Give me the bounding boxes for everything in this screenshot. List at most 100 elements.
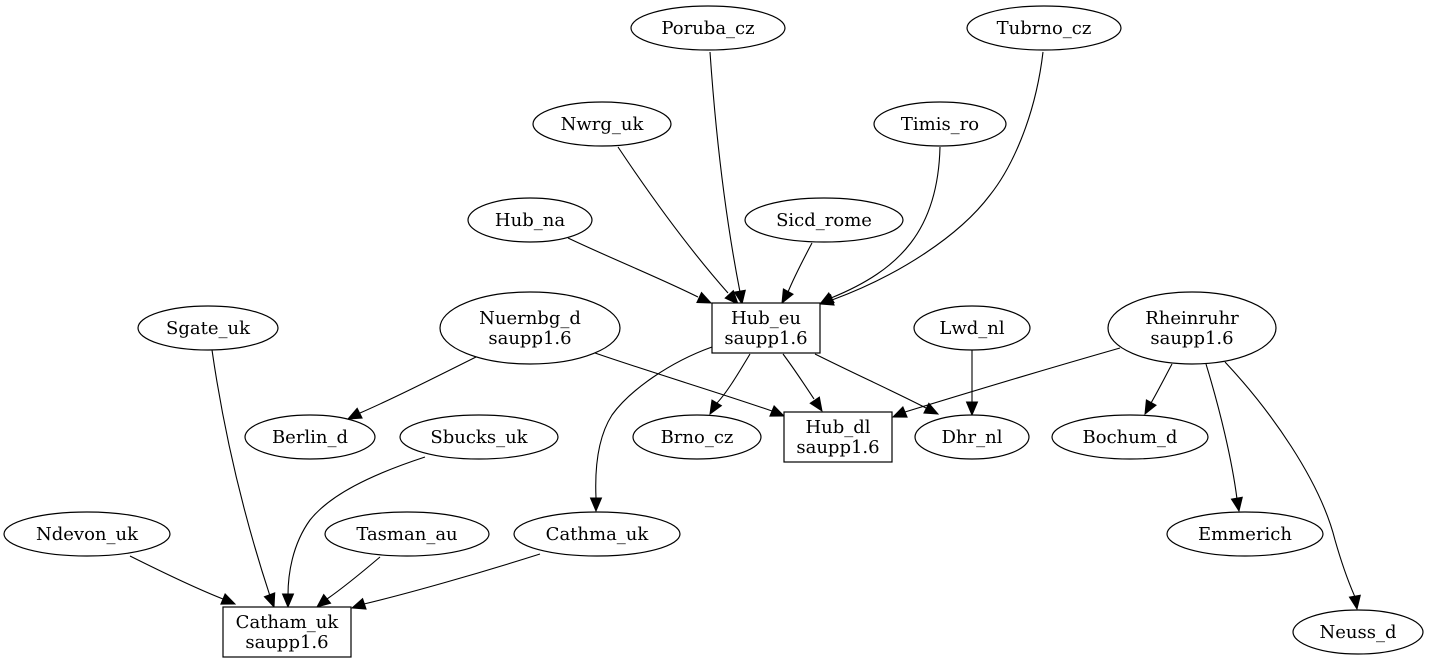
node-ellipse xyxy=(513,511,681,557)
arrowhead-icon xyxy=(965,401,979,417)
edge-tubrno_cz-to-hub_eu xyxy=(818,51,1044,306)
node-emmerich: Emmerich xyxy=(1166,511,1324,557)
edge-hub_eu-to-cathma_uk xyxy=(589,346,713,513)
node-label: Dhr_nl xyxy=(942,427,1003,448)
arrowhead-icon xyxy=(724,289,739,305)
edge-sgate_uk-to-catham_uk xyxy=(211,349,276,609)
node-box xyxy=(711,302,821,354)
edge-line xyxy=(904,347,1121,413)
edge-line xyxy=(326,556,381,600)
node-label: Hub_na xyxy=(495,210,565,231)
node-label: Rheinruhr xyxy=(1145,308,1239,329)
arrowhead-icon xyxy=(263,592,276,609)
edge-nwrg_uk-to-hub_eu xyxy=(617,146,739,305)
node-sublabel: saupp1.6 xyxy=(488,328,571,349)
node-nwrg_uk: Nwrg_uk xyxy=(532,101,672,147)
edge-line xyxy=(129,555,224,600)
edge-line xyxy=(715,353,751,405)
node-ellipse xyxy=(1166,511,1324,557)
edge-nuernbg_d-to-berlin_d xyxy=(346,356,477,420)
node-label: Berlin_d xyxy=(272,427,348,448)
arrowhead-icon xyxy=(709,399,723,416)
node-label: Neuss_d xyxy=(1320,622,1397,643)
arrowhead-icon xyxy=(1348,594,1361,611)
arrowhead-icon xyxy=(891,406,908,418)
edge-line xyxy=(211,349,271,597)
edge-sicd_rome-to-hub_eu xyxy=(781,242,813,305)
arrowhead-icon xyxy=(818,292,835,305)
edges-layer xyxy=(129,51,1361,611)
edge-line xyxy=(595,346,713,499)
node-ellipse xyxy=(632,414,762,460)
node-sicd_rome: Sicd_rome xyxy=(744,197,904,243)
node-ellipse xyxy=(913,305,1031,351)
node-tasman_au: Tasman_au xyxy=(324,511,490,557)
arrowhead-icon xyxy=(696,291,713,304)
node-label: Emmerich xyxy=(1198,524,1292,545)
node-ellipse xyxy=(467,197,593,243)
node-ellipse xyxy=(873,101,1007,147)
node-sublabel: saupp1.6 xyxy=(724,328,807,349)
edge-line xyxy=(709,51,741,293)
node-ellipse xyxy=(532,101,672,147)
edge-cathma_uk-to-catham_uk xyxy=(350,553,541,610)
edge-nuernbg_d-to-hub_dl xyxy=(594,352,786,417)
node-label: Bochum_d xyxy=(1083,427,1178,448)
node-neuss_d: Neuss_d xyxy=(1292,609,1424,655)
arrowhead-icon xyxy=(809,396,823,413)
edge-timis_ro-to-hub_eu xyxy=(818,146,941,305)
arrowhead-icon xyxy=(781,288,794,305)
node-ellipse xyxy=(399,414,559,460)
node-poruba_cz: Poruba_cz xyxy=(630,5,786,51)
node-bochum_d: Bochum_d xyxy=(1051,414,1209,460)
node-cathma_uk: Cathma_uk xyxy=(513,511,681,557)
node-sublabel: saupp1.6 xyxy=(1150,328,1233,349)
node-ellipse xyxy=(244,414,376,460)
node-label: Ndevon_uk xyxy=(36,524,139,545)
node-sgate_uk: Sgate_uk xyxy=(137,305,279,351)
node-ndevon_uk: Ndevon_uk xyxy=(3,511,171,557)
node-label: Nwrg_uk xyxy=(561,114,645,135)
edge-line xyxy=(363,553,541,605)
edge-line xyxy=(1150,363,1173,404)
node-label: Brno_cz xyxy=(661,427,734,448)
node-ellipse xyxy=(3,511,171,557)
edge-line xyxy=(830,146,941,299)
node-label: Cathma_uk xyxy=(546,524,650,545)
node-box xyxy=(783,411,893,463)
edge-sbucks_uk-to-catham_uk xyxy=(281,456,426,609)
node-label: Sgate_uk xyxy=(166,318,251,339)
node-ellipse xyxy=(1051,414,1209,460)
node-hub_na: Hub_na xyxy=(467,197,593,243)
arrowhead-icon xyxy=(1144,399,1157,416)
arrowhead-icon xyxy=(315,593,332,608)
node-label: Tubrno_cz xyxy=(997,18,1092,39)
node-ellipse xyxy=(324,511,490,557)
edge-rheinruhr-to-emmerich xyxy=(1205,363,1243,513)
node-timis_ro: Timis_ro xyxy=(873,101,1007,147)
edge-line xyxy=(617,146,729,294)
node-brno_cz: Brno_cz xyxy=(632,414,762,460)
arrowhead-icon xyxy=(769,405,786,417)
node-label: Timis_ro xyxy=(901,114,979,135)
edge-line xyxy=(782,353,815,400)
edge-ndevon_uk-to-catham_uk xyxy=(129,555,237,605)
node-label: Poruba_cz xyxy=(661,18,754,39)
arrowhead-icon xyxy=(350,597,367,610)
node-label: Hub_dl xyxy=(805,417,870,438)
node-label: Sbucks_uk xyxy=(430,427,528,448)
edge-line xyxy=(594,352,773,412)
node-ellipse xyxy=(137,305,279,351)
edge-hub_na-to-hub_eu xyxy=(567,237,713,304)
edge-line xyxy=(787,242,813,293)
node-sublabel: saupp1.6 xyxy=(245,632,328,653)
node-dhr_nl: Dhr_nl xyxy=(914,414,1030,460)
arrowhead-icon xyxy=(1230,496,1243,513)
